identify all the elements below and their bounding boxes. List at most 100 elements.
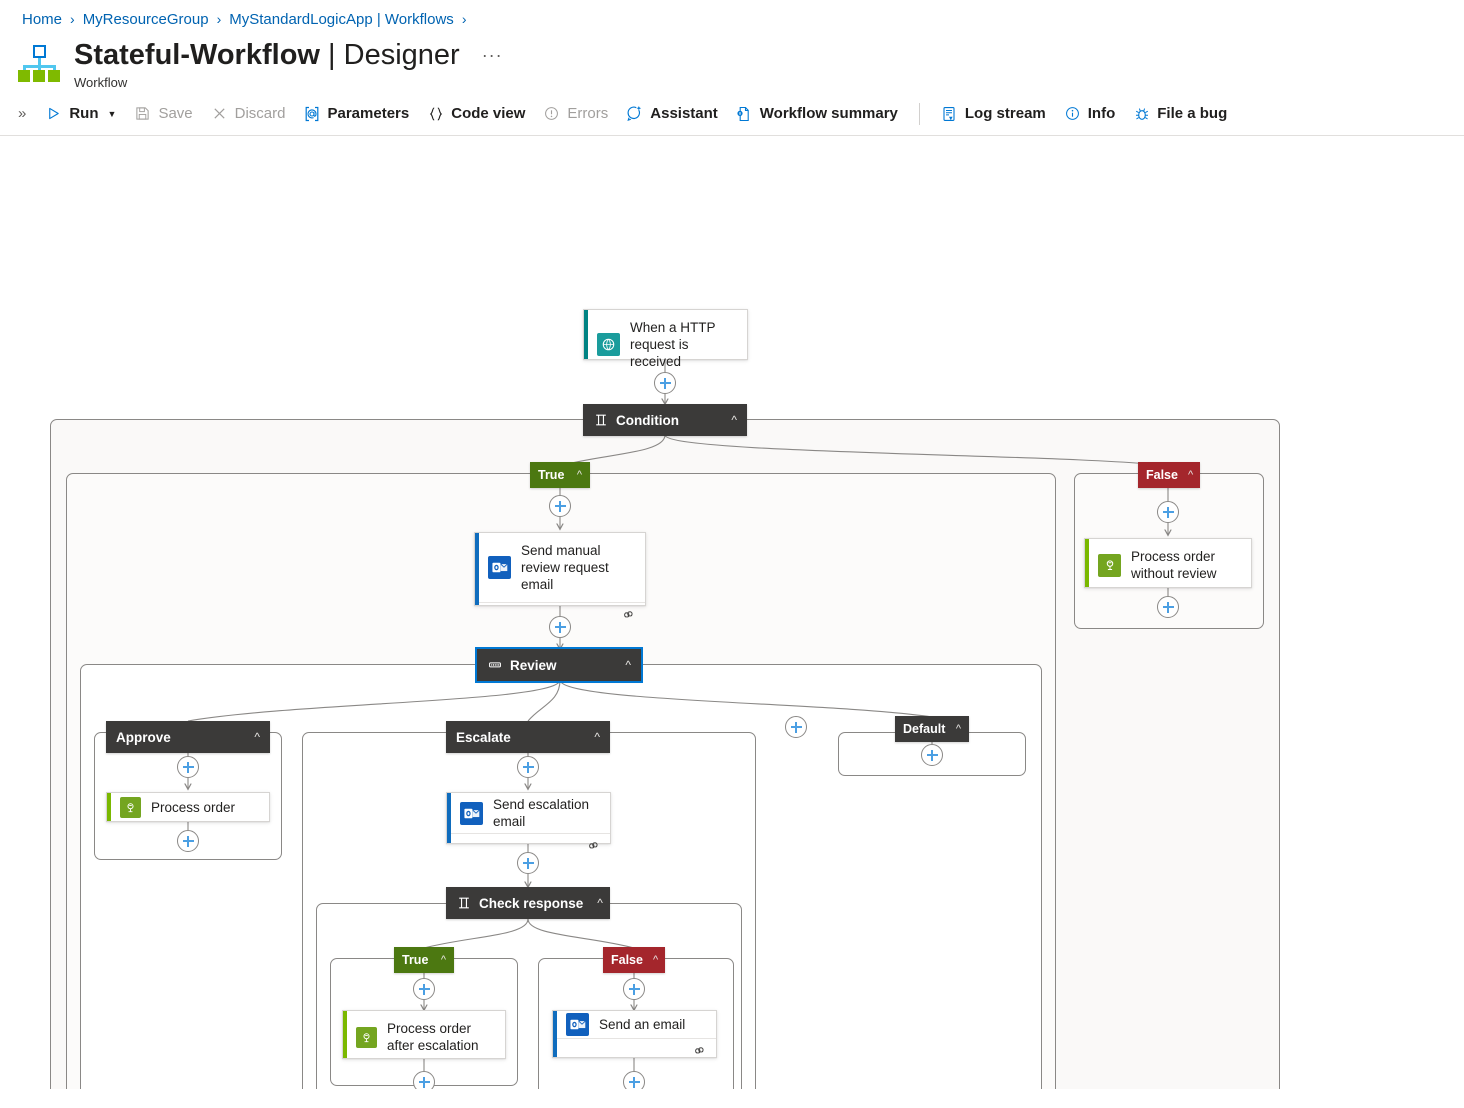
add-action-button[interactable]: [549, 495, 571, 517]
toolbar-divider: [918, 102, 920, 125]
file-a-bug-button[interactable]: File a bug: [1124, 98, 1236, 130]
check-response-branch-false-header[interactable]: False ^: [603, 947, 665, 973]
add-action-button[interactable]: [654, 372, 676, 394]
node-accent-bar: [343, 1011, 347, 1058]
log-stream-label: Log stream: [964, 105, 1046, 122]
node-condition-header[interactable]: Condition ^: [583, 404, 747, 436]
chevron-down-icon[interactable]: ▼: [107, 108, 117, 119]
case-label: Approve: [116, 729, 171, 745]
add-action-button[interactable]: [1157, 501, 1179, 523]
add-action-button[interactable]: [623, 978, 645, 1000]
page-title: Stateful-Workflow | Designer: [74, 38, 460, 72]
node-process-order-without-review[interactable]: Process order without review: [1084, 538, 1252, 588]
chevron-up-icon[interactable]: ^: [652, 954, 659, 966]
node-send-escalation-email[interactable]: Send escalation email: [446, 792, 611, 849]
breadcrumb-separator-icon: ›: [461, 11, 467, 27]
node-accent-bar: [107, 793, 111, 821]
node-process-order[interactable]: Process order: [106, 792, 270, 822]
page-title-separator: |: [319, 39, 344, 71]
add-action-button[interactable]: [921, 744, 943, 766]
node-title: Send an email: [599, 1017, 686, 1032]
add-action-button[interactable]: [1157, 596, 1179, 618]
run-button[interactable]: Run ▼: [36, 98, 125, 130]
node-label: Condition: [616, 412, 679, 428]
save-button[interactable]: Save: [125, 98, 201, 130]
add-action-button[interactable]: [517, 756, 539, 778]
log-stream-button[interactable]: Log stream: [932, 98, 1055, 130]
control-flow-icon: [120, 797, 141, 818]
chevron-up-icon[interactable]: ^: [597, 896, 603, 910]
add-action-button[interactable]: [177, 756, 199, 778]
node-check-response-header[interactable]: Check response ^: [446, 887, 610, 919]
connection-icon[interactable]: [587, 839, 601, 851]
breadcrumb-item-logic-app[interactable]: MyStandardLogicApp | Workflows: [229, 10, 454, 28]
command-bar: » Run ▼ Save Discard Parameters: [0, 92, 1464, 136]
case-default-header[interactable]: Default ^: [895, 716, 969, 742]
chevron-up-icon[interactable]: ^: [594, 730, 600, 744]
node-title: Process order: [151, 800, 236, 815]
errors-label: Errors: [567, 105, 609, 122]
chevron-up-icon[interactable]: ^: [440, 954, 446, 966]
workflow-summary-button[interactable]: Workflow summary: [727, 98, 907, 130]
add-action-button[interactable]: [623, 1071, 645, 1089]
node-label: Check response: [479, 895, 584, 911]
node-label: Review: [510, 657, 557, 673]
discard-button[interactable]: Discard: [202, 98, 295, 130]
connection-icon[interactable]: [622, 608, 636, 620]
branch-false-header[interactable]: False ^: [1138, 462, 1200, 488]
more-options-icon[interactable]: ···: [481, 44, 503, 65]
assistant-label: Assistant: [650, 105, 718, 122]
node-send-manual-review-request-email[interactable]: Send manual review request email: [474, 532, 646, 618]
run-label: Run: [69, 105, 99, 122]
chevron-up-icon[interactable]: ^: [576, 469, 582, 481]
add-action-button[interactable]: [517, 852, 539, 874]
node-send-an-email[interactable]: Send an email: [552, 1010, 717, 1058]
code-view-label: Code view: [451, 105, 526, 122]
chevron-up-icon[interactable]: ^: [254, 730, 260, 744]
add-case-button[interactable]: [785, 716, 807, 738]
chevron-up-icon[interactable]: ^: [625, 658, 631, 672]
double-chevron-right-icon[interactable]: »: [18, 105, 27, 122]
workflow-summary-label: Workflow summary: [759, 105, 898, 122]
logic-app-workflow-icon: [18, 43, 60, 85]
branch-true-header[interactable]: True ^: [530, 462, 590, 488]
node-accent-bar: [447, 793, 451, 843]
add-action-button[interactable]: [549, 616, 571, 638]
node-title: Process order without review: [1131, 549, 1217, 581]
breadcrumb-separator-icon: ›: [70, 11, 75, 27]
add-action-button[interactable]: [413, 1071, 435, 1089]
node-footer: [451, 833, 610, 856]
code-view-button[interactable]: Code view: [418, 98, 534, 130]
chevron-up-icon[interactable]: ^: [1187, 469, 1194, 481]
node-review-switch-header[interactable]: Review ^: [475, 647, 643, 683]
branch-label: False: [611, 953, 643, 967]
parameters-button[interactable]: Parameters: [295, 98, 419, 130]
control-flow-icon: [1098, 553, 1121, 577]
node-process-order-after-escalation[interactable]: Process order after escalation: [342, 1010, 506, 1059]
bug-icon: [1133, 105, 1150, 122]
branch-label: False: [1146, 468, 1178, 482]
node-accent-bar: [475, 533, 479, 605]
add-action-button[interactable]: [413, 978, 435, 1000]
node-footer: [479, 602, 645, 625]
info-icon: [1064, 105, 1081, 122]
connection-icon[interactable]: [693, 1044, 707, 1056]
breadcrumb-item-resource-group[interactable]: MyResourceGroup: [82, 10, 209, 28]
chevron-up-icon[interactable]: ^: [955, 723, 961, 735]
case-approve-header[interactable]: Approve ^: [106, 721, 270, 753]
condition-icon: [456, 896, 471, 911]
case-escalate-header[interactable]: Escalate ^: [446, 721, 610, 753]
errors-button[interactable]: Errors: [534, 98, 617, 130]
assistant-button[interactable]: Assistant: [617, 98, 727, 130]
branch-label: True: [402, 953, 429, 967]
chevron-up-icon[interactable]: ^: [731, 413, 737, 427]
workflow-edges: [0, 360, 1464, 1071]
close-icon: [211, 105, 228, 122]
add-action-button[interactable]: [177, 830, 199, 852]
node-when-a-http-request-is-received[interactable]: When a HTTP request is received: [583, 309, 748, 369]
workflow-designer-canvas[interactable]: When a HTTP request is received Conditio…: [0, 136, 1464, 1089]
info-button[interactable]: Info: [1055, 98, 1125, 130]
breadcrumb-item-home[interactable]: Home: [22, 10, 63, 28]
page-title-view: Designer: [343, 39, 460, 71]
check-response-branch-true-header[interactable]: True ^: [394, 947, 454, 973]
